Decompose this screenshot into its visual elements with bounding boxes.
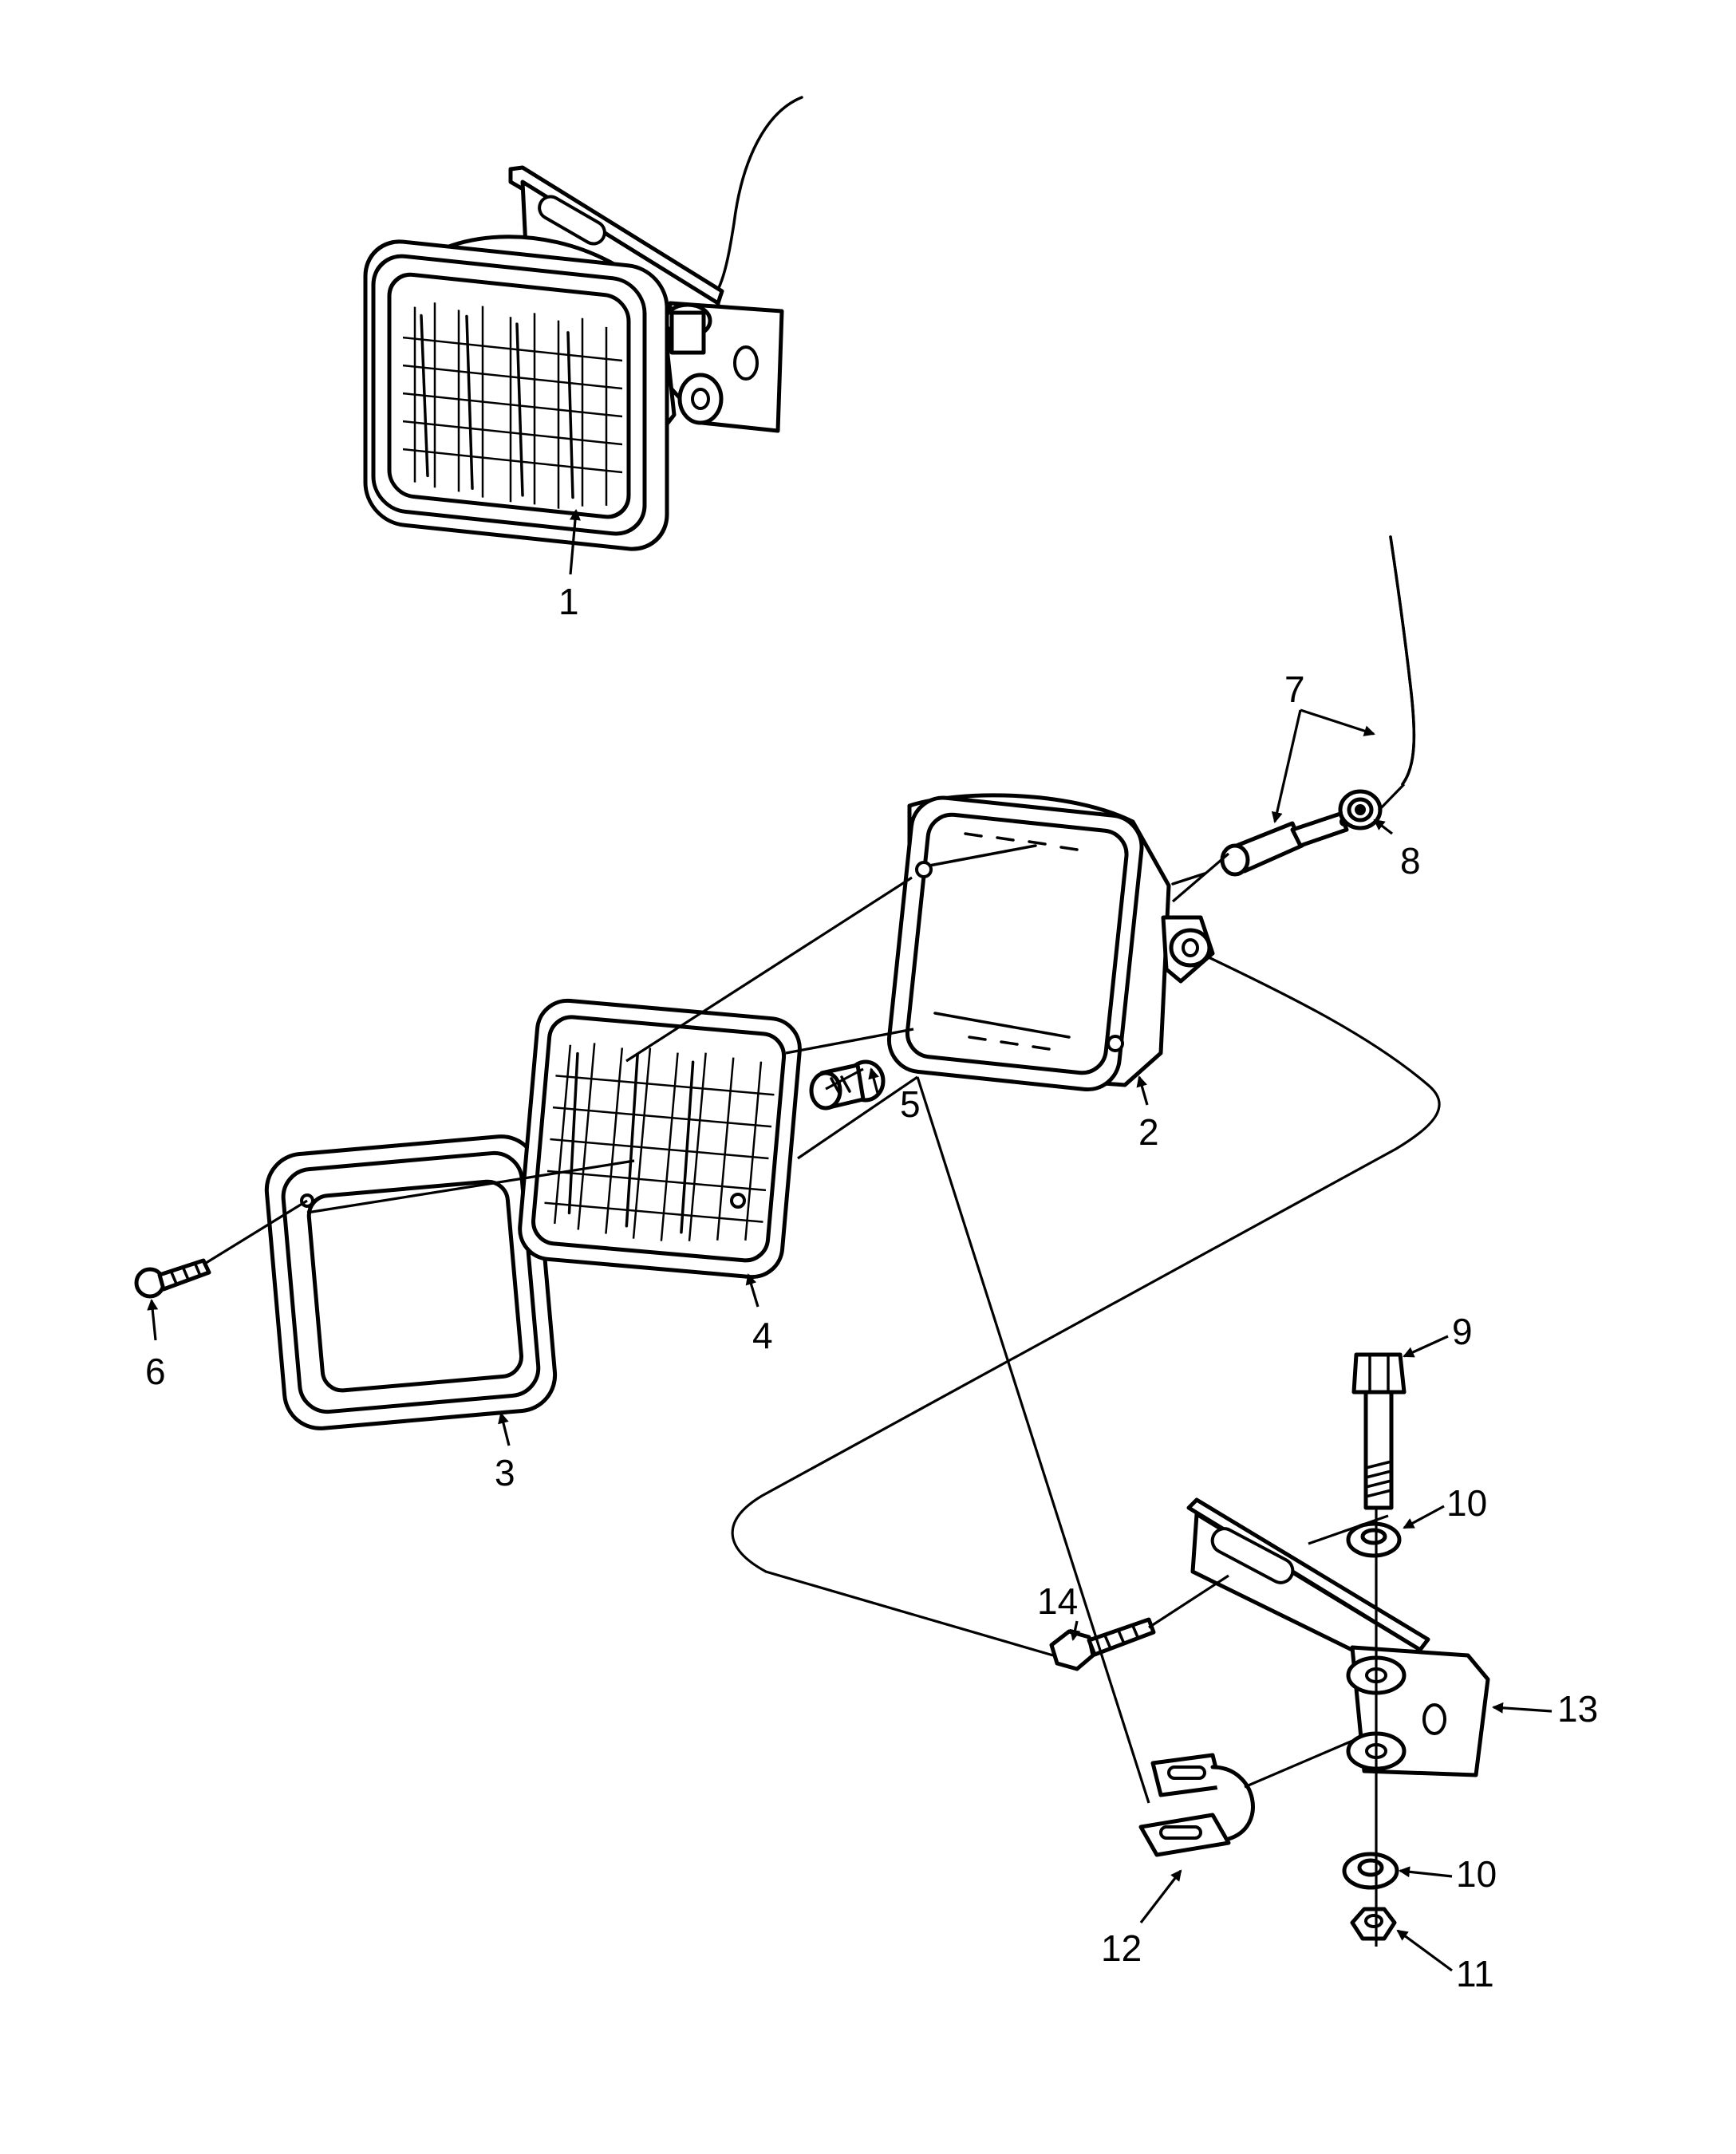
callout-13: 13 bbox=[1557, 1688, 1598, 1730]
washer-upper bbox=[1346, 1521, 1402, 1558]
callout-8: 8 bbox=[1400, 840, 1421, 882]
callout-14: 14 bbox=[1037, 1580, 1078, 1622]
callout-10-lower: 10 bbox=[1456, 1853, 1497, 1895]
callout-2: 2 bbox=[1138, 1111, 1159, 1153]
bracket-bolt bbox=[1049, 1617, 1156, 1671]
lamp-bezel bbox=[264, 1134, 558, 1430]
callout-5: 5 bbox=[900, 1083, 921, 1125]
washer-lower bbox=[1342, 1852, 1399, 1890]
callout-4: 4 bbox=[752, 1315, 773, 1356]
bezel-screw bbox=[134, 1258, 211, 1299]
callout-12: 12 bbox=[1101, 1927, 1142, 1969]
callout-9: 9 bbox=[1452, 1311, 1473, 1352]
callout-labels: 1 2 3 4 5 6 7 8 9 10 10 11 12 13 14 bbox=[145, 581, 1598, 1994]
wire-clamp bbox=[1138, 1753, 1255, 1857]
lamp-lens-unit bbox=[518, 998, 802, 1280]
hex-nut bbox=[1350, 1907, 1397, 1941]
callout-6: 6 bbox=[145, 1351, 166, 1392]
wire-harness-lead bbox=[1220, 535, 1416, 877]
mounting-bracket bbox=[1186, 1497, 1490, 1777]
wire-grommet bbox=[1338, 789, 1383, 830]
callout-leaders bbox=[147, 509, 1553, 1972]
callout-11: 11 bbox=[1456, 1953, 1494, 1994]
assembly-guide-lines bbox=[203, 783, 1441, 1947]
callout-10-upper: 10 bbox=[1446, 1482, 1487, 1524]
callout-1: 1 bbox=[558, 581, 579, 622]
assembled-work-lamp bbox=[363, 96, 803, 551]
pivot-bolt bbox=[1351, 1352, 1407, 1510]
callout-3: 3 bbox=[495, 1452, 515, 1493]
callout-7: 7 bbox=[1284, 669, 1305, 710]
lamp-housing bbox=[886, 793, 1215, 1092]
